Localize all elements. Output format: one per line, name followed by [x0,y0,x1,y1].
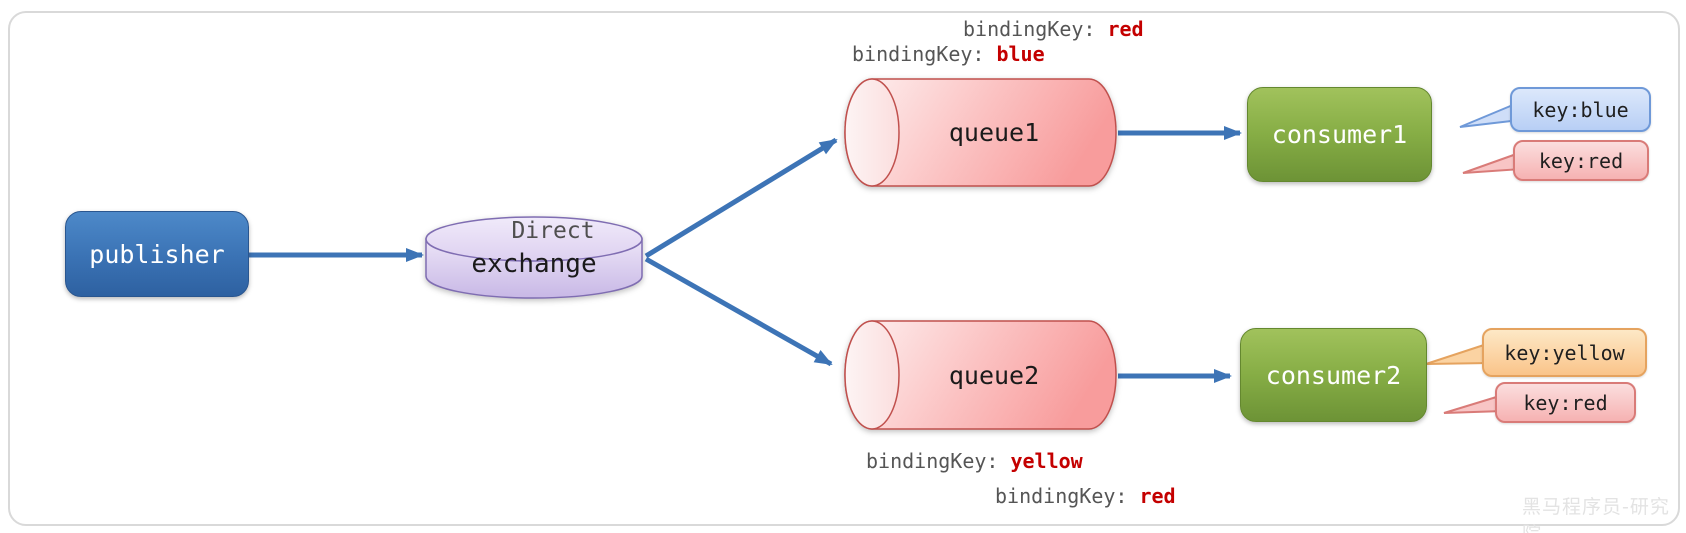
key-tag-blue-text: key:blue [1532,97,1629,122]
queue2-label: queue2 [948,360,1040,390]
queue1-label: queue1 [948,118,1040,147]
key-tag-red-consumer2-text: key:red [1523,390,1608,415]
exchange-label: exchange [471,249,597,279]
consumer2-label: consumer2 [1265,360,1402,390]
key-tag-red-consumer2: key:red [1495,382,1636,423]
queue1-cylinder [844,78,1117,187]
exchange-cylinder [425,216,643,299]
binding-label-queue1-red: bindingKey:red [963,17,1144,41]
exchange-type-label: Direct [511,218,595,244]
key-tag-blue: key:blue [1510,87,1651,132]
consumer1-node: consumer1 [1247,87,1432,182]
publisher-node: publisher [65,211,249,297]
arrow-exchange-to-queue1 [644,137,838,259]
watermark: 黑马程序员-研究院 [1522,496,1670,533]
arrow-exchange-to-queue2 [644,256,833,367]
key-tag-yellow-text: key:yellow [1504,340,1625,365]
consumer2-node: consumer2 [1240,328,1427,422]
key-tag-yellow: key:yellow [1482,328,1647,377]
binding-label-queue1-blue: bindingKey:blue [852,42,1045,66]
queue2-cylinder [844,320,1117,430]
binding-label-queue2-yellow: bindingKey:yellow [866,449,1083,473]
key-tag-red-consumer1-text: key:red [1538,148,1624,173]
tag-yellow-tail [1425,341,1491,365]
publisher-label: publisher [89,239,225,269]
consumer1-label: consumer1 [1271,120,1408,149]
binding-label-queue2-red: bindingKey:red [995,484,1176,508]
key-tag-red-consumer1: key:red [1513,140,1649,181]
